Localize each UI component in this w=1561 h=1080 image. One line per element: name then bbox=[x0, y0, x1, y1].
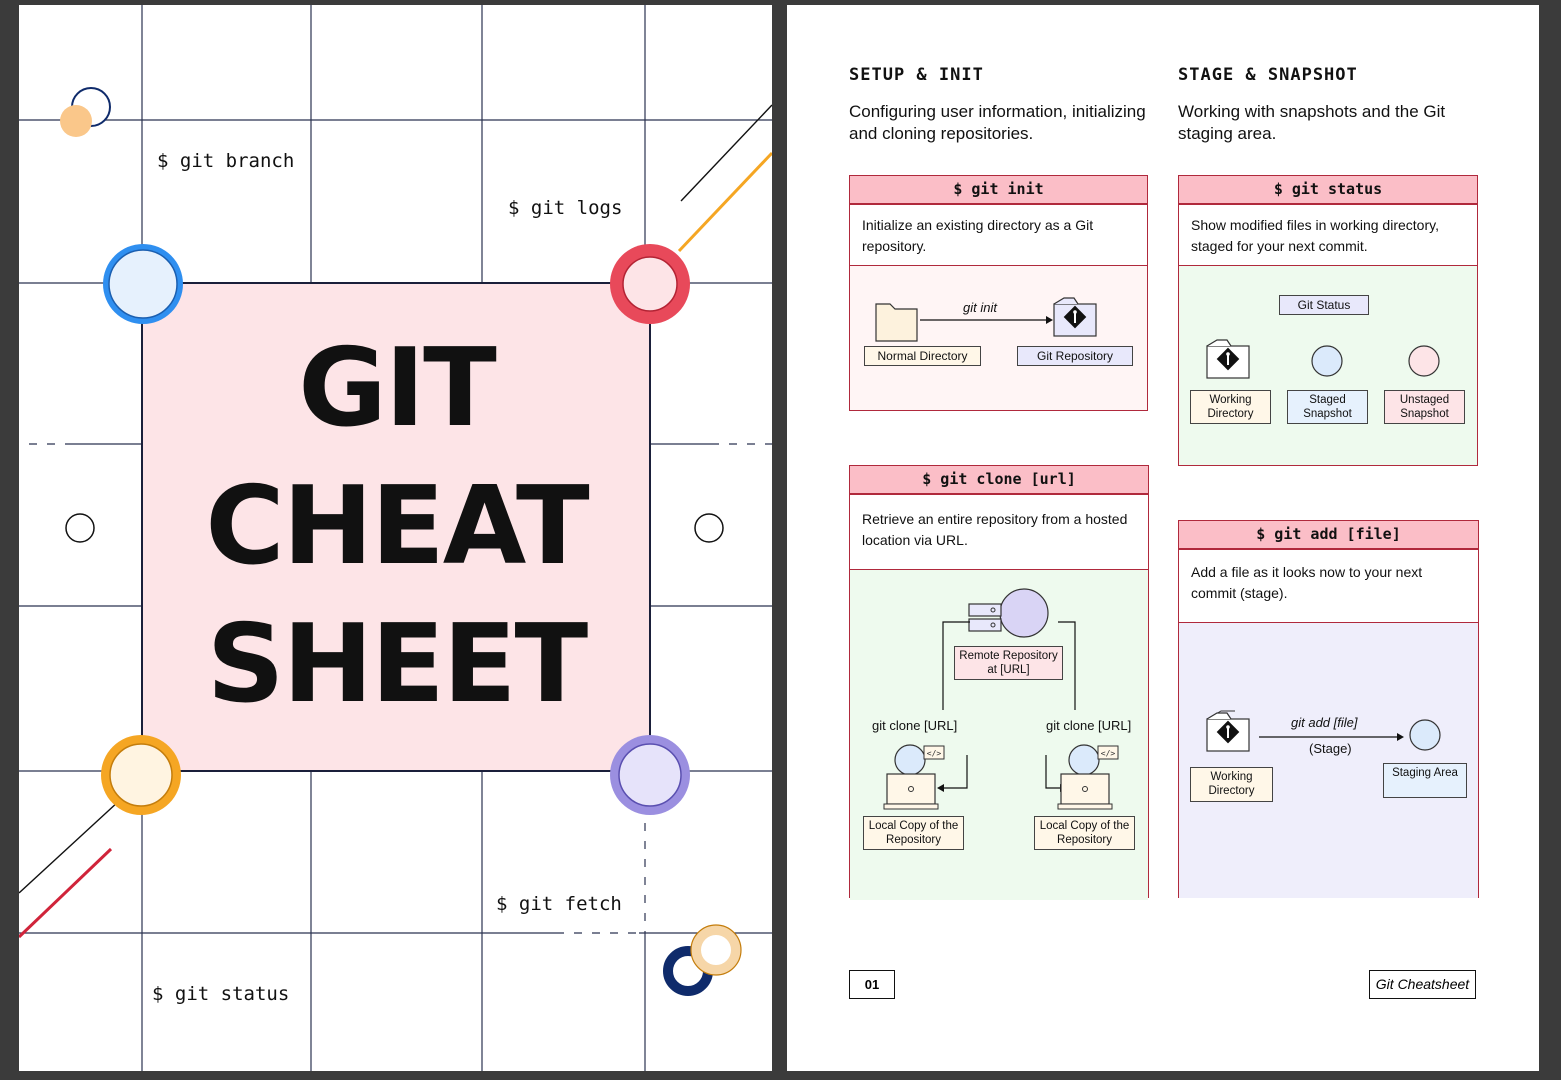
computer-icon-right bbox=[1057, 744, 1119, 810]
code-glyph-left: </> bbox=[927, 749, 942, 758]
card-git-init: $ git init Initialize an existing direct… bbox=[849, 175, 1148, 411]
cover-grid bbox=[19, 5, 772, 1071]
content-page: SETUP & INIT Configuring user informatio… bbox=[787, 5, 1539, 1071]
section-description-setup: Configuring user information, initializi… bbox=[849, 102, 1146, 143]
card-description-git-init: Initialize an existing directory as a Gi… bbox=[850, 205, 1147, 266]
label-git-repository: Git Repository bbox=[1017, 346, 1133, 366]
cover-command-status: $ git status bbox=[152, 983, 290, 1005]
card-description-git-add: Add a file as it looks now to your next … bbox=[1179, 550, 1478, 623]
section-description-stage: Working with snapshots and the Git stagi… bbox=[1178, 102, 1446, 143]
arrow-sublabel-stage: (Stage) bbox=[1309, 741, 1352, 756]
card-title-git-add: $ git add [file] bbox=[1179, 521, 1478, 550]
card-description-git-clone: Retrieve an entire repository from a hos… bbox=[850, 495, 1148, 570]
page-number: 01 bbox=[849, 970, 895, 999]
label-working-directory: Working Directory bbox=[1190, 390, 1271, 424]
card-title-git-status: $ git status bbox=[1179, 176, 1477, 205]
card-title-git-clone: $ git clone [url] bbox=[850, 466, 1148, 495]
footer-document-title: Git Cheatsheet bbox=[1369, 970, 1476, 999]
card-git-add: $ git add [file] Add a file as it looks … bbox=[1178, 520, 1479, 898]
cover-page: $ git branch $ git logs $ git fetch $ gi… bbox=[19, 5, 772, 1071]
diagram-git-init: git init Normal Directory Git Repository bbox=[850, 266, 1147, 410]
label-staged-snapshot: Staged Snapshot bbox=[1287, 390, 1368, 424]
node-blue bbox=[103, 244, 183, 324]
card-description-git-status: Show modified files in working directory… bbox=[1179, 205, 1477, 266]
cover-command-branch: $ git branch bbox=[157, 150, 295, 172]
unstaged-circle-icon bbox=[1408, 345, 1440, 377]
cover-title-line-2: CHEAT bbox=[205, 464, 589, 589]
node-orange bbox=[101, 735, 181, 815]
staged-circle-icon bbox=[1311, 345, 1343, 377]
label-local-copy-right: Local Copy of the Repository bbox=[1034, 816, 1135, 850]
arrow-label-clone-left: git clone [URL] bbox=[872, 718, 958, 733]
git-repo-icon bbox=[1206, 339, 1250, 379]
code-glyph-right: </> bbox=[1101, 749, 1116, 758]
server-icon bbox=[968, 588, 1049, 638]
staging-circle-icon bbox=[1409, 719, 1441, 751]
git-repo-icon bbox=[1206, 710, 1250, 752]
card-title-git-init: $ git init bbox=[850, 176, 1147, 205]
folder-icon bbox=[875, 303, 918, 342]
label-remote-repository: Remote Repository at [URL] bbox=[954, 646, 1063, 680]
arrow-label-clone-right: git clone [URL] bbox=[1046, 718, 1132, 733]
card-git-status: $ git status Show modified files in work… bbox=[1178, 175, 1478, 466]
arrow-label-git-init: git init bbox=[963, 300, 997, 315]
git-repo-icon bbox=[1053, 297, 1097, 337]
node-purple bbox=[610, 735, 690, 815]
diagram-git-clone: </> </> Remote Repository at [URL] git c… bbox=[850, 570, 1148, 900]
section-heading-stage: STAGE & SNAPSHOT bbox=[1178, 65, 1358, 85]
node-red bbox=[610, 244, 690, 324]
cover-title-line-1: GIT bbox=[298, 326, 497, 451]
cover-title-line-3: SHEET bbox=[206, 602, 588, 727]
diagram-git-add: git add [file] (Stage) Working Directory… bbox=[1179, 623, 1478, 898]
cover-command-fetch: $ git fetch bbox=[496, 893, 622, 915]
computer-icon-left bbox=[883, 744, 945, 810]
cover-command-logs: $ git logs bbox=[508, 197, 623, 219]
section-heading-setup: SETUP & INIT bbox=[849, 65, 984, 85]
label-staging-area: Staging Area bbox=[1383, 763, 1467, 798]
card-git-clone: $ git clone [url] Retrieve an entire rep… bbox=[849, 465, 1149, 900]
label-git-status: Git Status bbox=[1279, 295, 1369, 315]
diagram-git-status: Git Status Working Directory Staged Snap… bbox=[1179, 266, 1477, 465]
label-unstaged-snapshot: Unstaged Snapshot bbox=[1384, 390, 1465, 424]
arrow-label-git-add: git add [file] bbox=[1291, 715, 1358, 730]
label-working-directory: Working Directory bbox=[1190, 767, 1273, 802]
label-local-copy-left: Local Copy of the Repository bbox=[863, 816, 964, 850]
label-normal-directory: Normal Directory bbox=[864, 346, 981, 366]
